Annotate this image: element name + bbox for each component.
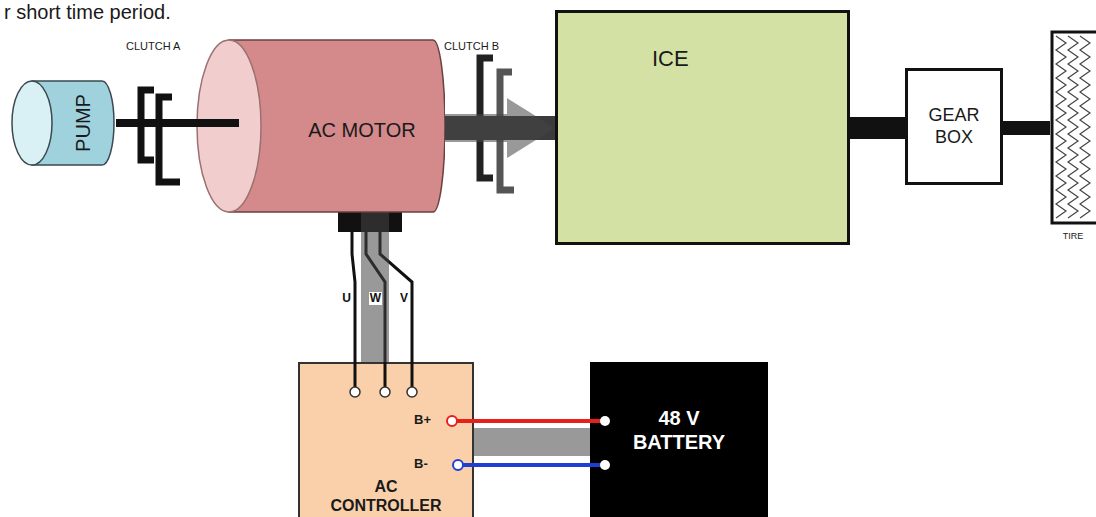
clutch-label: CLUTCH A [126,40,180,53]
pump-cylinder: PUMP [8,78,116,168]
node-label: PUMP [71,94,95,152]
connector-path [1003,121,1050,135]
battery-terminal [600,460,610,470]
tire-tread [1056,36,1066,218]
battery-body [590,362,768,517]
box-outline [907,70,1002,184]
phase-label: U [341,292,352,305]
shaft-line [116,123,195,124]
node-label: AC MOTOR [308,118,415,142]
cable-end [457,419,474,423]
connector-path [116,119,195,127]
phase-label: W [369,292,382,305]
power-cable [474,421,590,422]
node-label: ICE [652,46,689,72]
gearbox-box: GEAR BOX [905,68,1003,185]
node-label: AC CONTROLLER [321,477,451,515]
node-label: GEAR BOX [914,105,994,148]
phase-wire [352,214,355,362]
engine-box: ICE [555,10,850,245]
box-outline [557,12,849,244]
terminal-label: B- [414,456,428,472]
node-shape [555,10,850,245]
terminal [447,416,457,426]
battery-terminal [600,416,610,426]
shaft-line [1003,128,1050,129]
shaft-stub [195,119,239,127]
connector-path [474,419,590,423]
note-text: r short time period. [4,0,171,24]
controller-outline [299,363,473,517]
shaft-line [850,128,905,129]
tire-tread [1080,36,1090,218]
cable-end [463,463,474,467]
clutch-plate [159,97,180,182]
node-shape [8,78,116,168]
clutch-label: CLUTCH B [444,40,499,53]
tire-outline [1052,32,1096,223]
node-label: 48 V BATTERY [619,406,739,454]
motor-cylinder: AC MOTOR [195,38,445,214]
terminal [407,387,417,397]
terminal [380,387,390,397]
controller-box: AC CONTROLLER [298,362,474,517]
connector-path [474,463,590,467]
phase-label: V [399,292,409,305]
terminal-label: B+ [414,412,431,428]
arrow-head [507,98,555,158]
battery-box: 48 V BATTERY [590,362,768,517]
node-label: TIRE [1063,231,1084,242]
pump-face [12,81,52,165]
connector-path [850,117,905,139]
wire-end [384,362,387,387]
terminal [350,387,360,397]
wire-end [354,362,357,387]
tire-wheel: TIRE [1050,30,1096,245]
tire-tread [1068,36,1078,218]
connector-path [352,214,355,362]
terminal [453,460,463,470]
wire-end [411,362,414,387]
power-cable [474,465,590,466]
node-shape [1050,30,1096,245]
